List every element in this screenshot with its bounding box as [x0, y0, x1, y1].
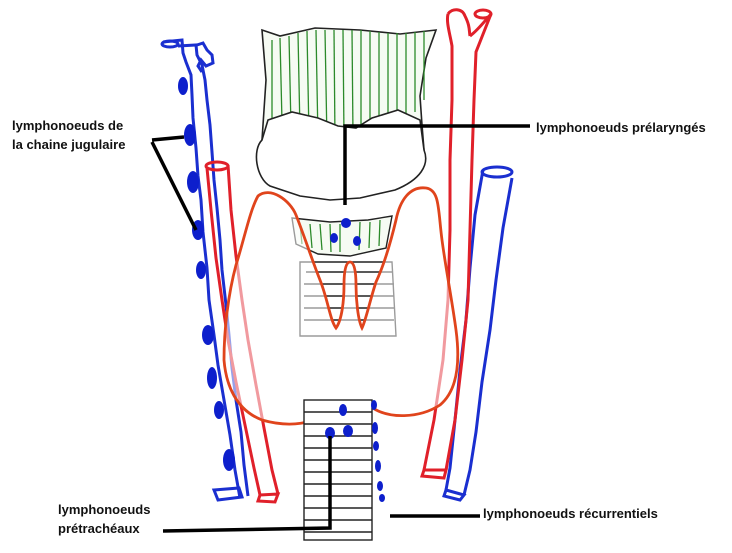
thyroid-gland [222, 186, 460, 426]
jugular-label-line2: la chaine jugulaire [12, 137, 126, 152]
leader-prelaryngeal [343, 124, 530, 205]
leader-pretracheal [162, 436, 332, 533]
recurrent-lymph-nodes [371, 400, 385, 502]
jugular-label-line1: lymphonoeuds de [12, 118, 124, 133]
pretracheal-label-line1: lymphonoeuds [58, 502, 151, 517]
leader-lines [150, 124, 530, 533]
prelaryngeal-label: lymphonoeuds prélaryngés [536, 120, 706, 135]
jugular-lymph-nodes [178, 77, 235, 471]
pretracheal-label: lymphonoeuds prétrachéaux [58, 500, 150, 538]
recurrent-label: lymphonoeuds récurrentiels [483, 506, 658, 521]
pretracheal-label-line2: prétrachéaux [58, 521, 140, 536]
lower-trachea [303, 399, 373, 541]
prelaryngeal-lymph-nodes [330, 218, 361, 246]
thyroid-cartilage [255, 27, 438, 201]
leader-jugular [150, 135, 198, 231]
jugular-chain-label: lymphonoeuds de la chaine jugulaire [12, 116, 125, 154]
pretracheal-lymph-nodes [325, 404, 353, 439]
